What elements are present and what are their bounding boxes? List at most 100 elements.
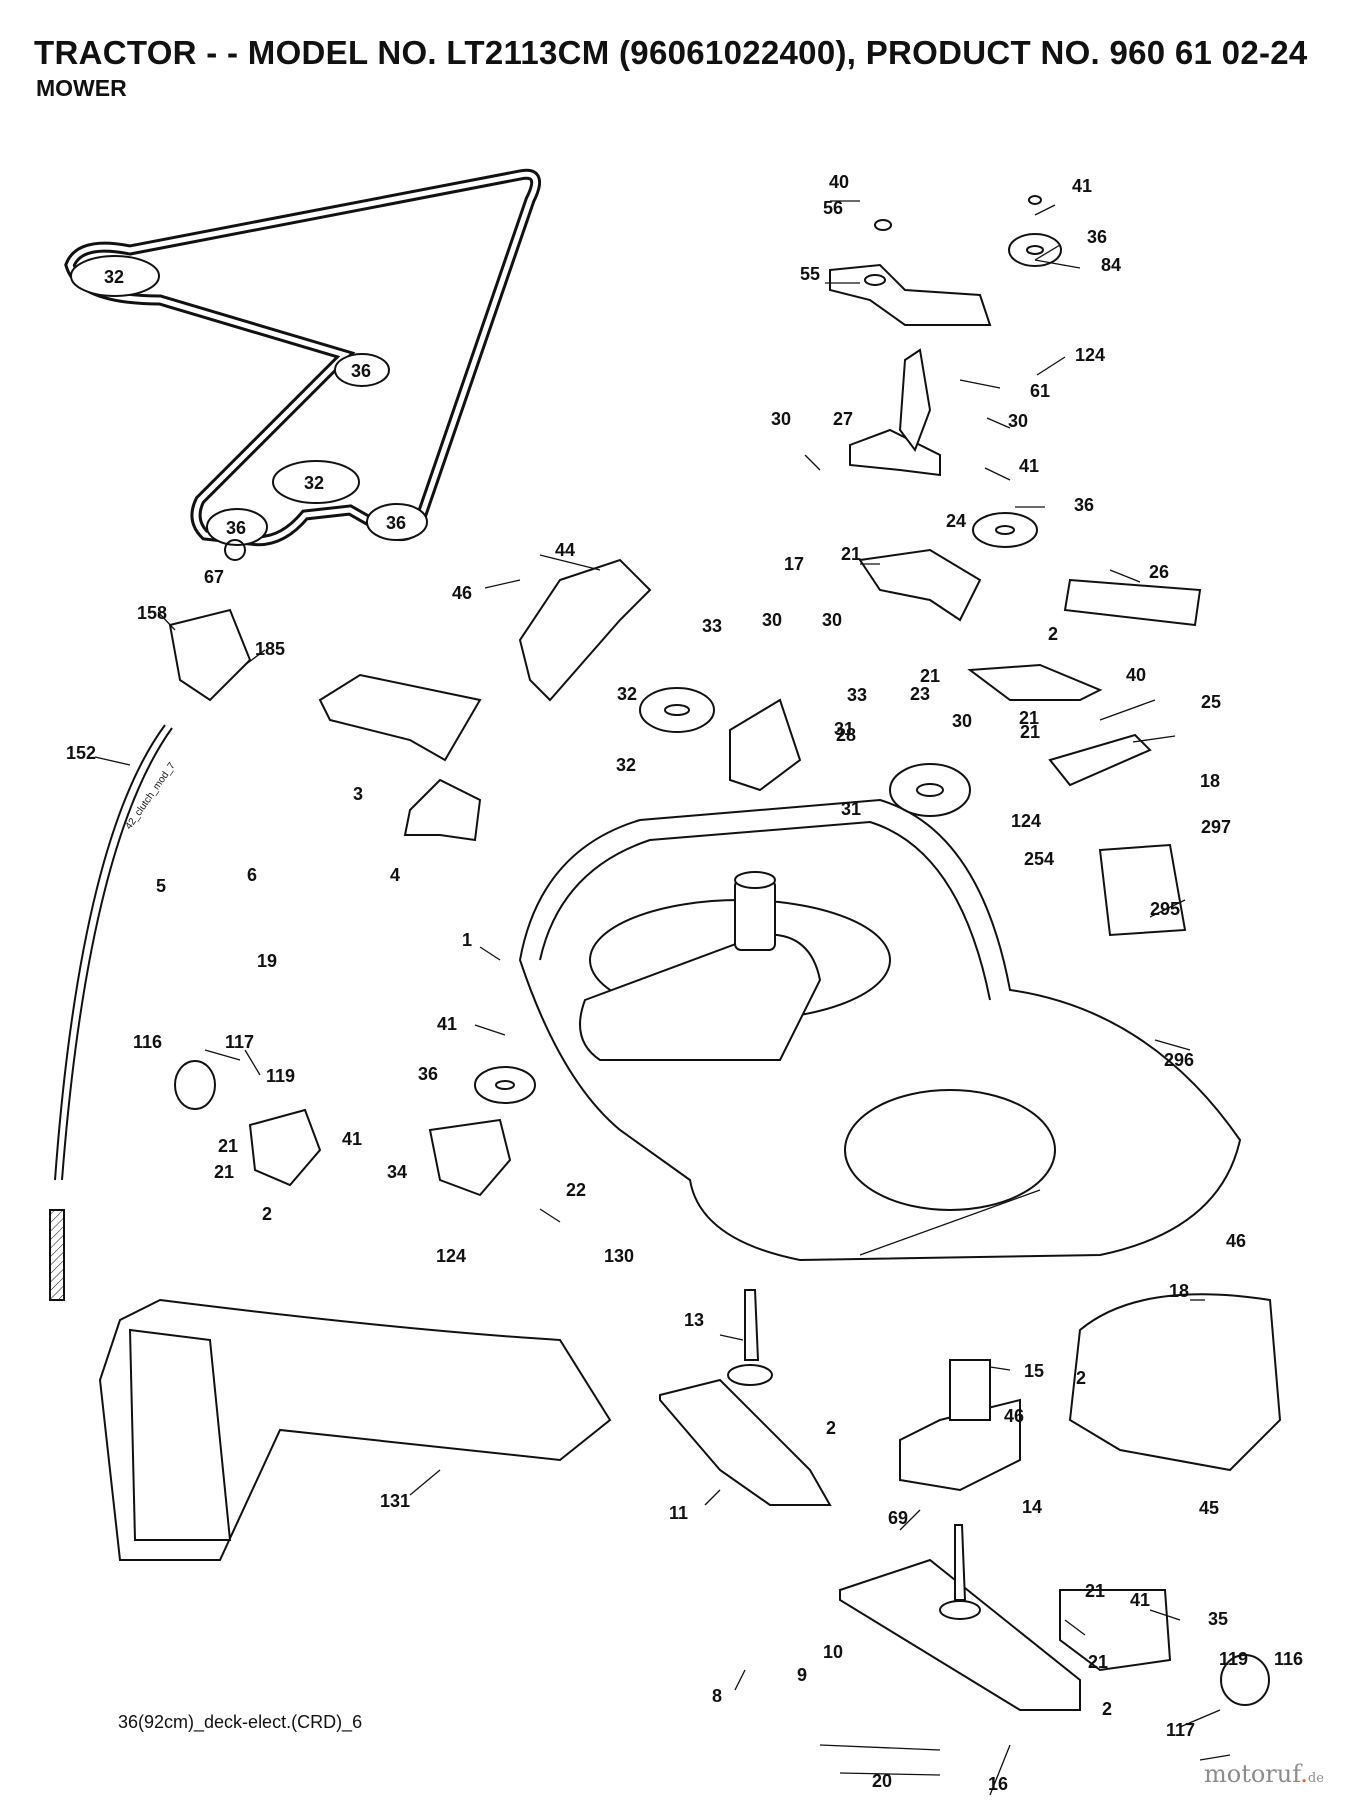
part-label: 41 — [342, 1129, 362, 1149]
part-label: 32 — [616, 755, 636, 775]
drawing-reference: 36(92cm)_deck-elect.(CRD)_6 — [118, 1712, 363, 1732]
part-labels: 40 41 56 36 84 55 124 61 30 27 30 41 36 … — [66, 172, 1303, 1794]
part-label: 45 — [1199, 1498, 1219, 1518]
part-label: 27 — [833, 409, 853, 429]
part-label: 4 — [390, 865, 400, 885]
part-label: 2 — [1076, 1368, 1086, 1388]
part-label: 84 — [1101, 255, 1121, 275]
part-label: 9 — [797, 1665, 807, 1685]
part-label: 21 — [218, 1136, 238, 1156]
part-label: 33 — [847, 685, 867, 705]
pulleys — [474, 195, 1062, 1104]
part-label: 2 — [1048, 624, 1058, 644]
part-label: 116 — [133, 1032, 162, 1052]
part-label: 8 — [712, 1686, 722, 1706]
part-label: 56 — [823, 198, 843, 218]
part-label: 23 — [910, 684, 930, 704]
part-label: 21 — [214, 1162, 234, 1182]
part-label: 21 — [1020, 722, 1040, 742]
part-label: 13 — [684, 1310, 704, 1330]
part-label: 15 — [1024, 1361, 1044, 1381]
part-label: 31 — [834, 719, 854, 739]
pulley-label: 32 — [104, 267, 124, 287]
part-label: 67 — [204, 567, 224, 587]
part-label: 34 — [387, 1162, 407, 1182]
belt-drawing — [64, 168, 542, 547]
pulley-label: 36 — [386, 513, 406, 533]
part-label: 40 — [1126, 665, 1146, 685]
part-label: 41 — [1130, 1590, 1150, 1610]
part-label: 22 — [566, 1180, 586, 1200]
part-label: 41 — [1072, 176, 1092, 196]
pulley-label: 36 — [351, 361, 371, 381]
part-label: 30 — [822, 610, 842, 630]
part-label: 124 — [1011, 811, 1041, 831]
part-label: 297 — [1201, 817, 1231, 837]
lower-assembly — [98, 1060, 1282, 1711]
part-label: 6 — [247, 865, 257, 885]
part-label: 36 — [1087, 227, 1107, 247]
clutch-cable — [49, 539, 246, 1301]
part-label: 25 — [1201, 692, 1221, 712]
part-label: 36 — [418, 1064, 438, 1084]
part-label: 19 — [257, 951, 277, 971]
part-label: 119 — [266, 1066, 295, 1086]
part-label: 116 — [1274, 1649, 1303, 1669]
part-label: 69 — [888, 1508, 908, 1528]
cable-tag: 42_clutch_mod_7 — [123, 760, 178, 831]
part-label: 24 — [946, 511, 966, 531]
part-label: 2 — [262, 1204, 272, 1224]
part-label: 28 — [836, 725, 856, 745]
part-label: 5 — [156, 876, 166, 896]
part-label: 46 — [1004, 1406, 1024, 1426]
part-label: 30 — [952, 711, 972, 731]
part-label: 46 — [452, 583, 472, 603]
mower-deck-housing — [518, 798, 1242, 1262]
part-label: 30 — [762, 610, 782, 630]
part-label: 3 — [353, 784, 363, 804]
part-label: 131 — [380, 1491, 410, 1511]
part-label: 295 — [1150, 899, 1180, 919]
diagram-subtitle: MOWER — [36, 75, 127, 101]
brand-dot: . — [1300, 1760, 1308, 1788]
brand-name: motoruf — [1204, 1760, 1301, 1788]
part-label: 18 — [1169, 1281, 1189, 1301]
part-label: 296 — [1164, 1050, 1194, 1070]
part-label: 117 — [1166, 1720, 1195, 1740]
part-label: 21 — [841, 544, 861, 564]
part-label: 40 — [829, 172, 849, 192]
brand-watermark: motoruf.de — [1204, 1760, 1324, 1788]
part-label: 41 — [1019, 456, 1039, 476]
part-label: 30 — [771, 409, 791, 429]
part-label: 130 — [604, 1246, 634, 1266]
part-label: 152 — [66, 743, 96, 763]
part-label: 17 — [784, 554, 804, 574]
part-label: 117 — [225, 1032, 254, 1052]
belt-pulley-labels: 32 36 32 36 36 — [104, 267, 406, 538]
part-label: 36 — [1074, 495, 1094, 515]
part-label: 44 — [555, 540, 575, 560]
idler-brackets — [829, 263, 1202, 937]
part-label: 21 — [1088, 1652, 1108, 1672]
part-label: 20 — [872, 1771, 892, 1791]
part-label: 41 — [437, 1014, 457, 1034]
part-label: 10 — [823, 1642, 843, 1662]
mount-brackets — [168, 558, 1172, 1672]
part-label: 26 — [1149, 562, 1169, 582]
pulley-label: 36 — [226, 518, 246, 538]
part-label: 61 — [1030, 381, 1050, 401]
part-label: 46 — [1226, 1231, 1246, 1251]
part-label: 14 — [1022, 1497, 1042, 1517]
part-label: 119 — [1219, 1649, 1248, 1669]
brand-tld: de — [1307, 1771, 1324, 1786]
part-label: 185 — [255, 639, 285, 659]
part-label: 11 — [669, 1503, 688, 1523]
part-label: 30 — [1008, 411, 1028, 431]
part-label: 124 — [436, 1246, 466, 1266]
part-label: 32 — [617, 684, 637, 704]
part-label: 55 — [800, 264, 820, 284]
part-label: 33 — [702, 616, 722, 636]
part-label: 2 — [826, 1418, 836, 1438]
part-label: 2 — [1102, 1699, 1112, 1719]
